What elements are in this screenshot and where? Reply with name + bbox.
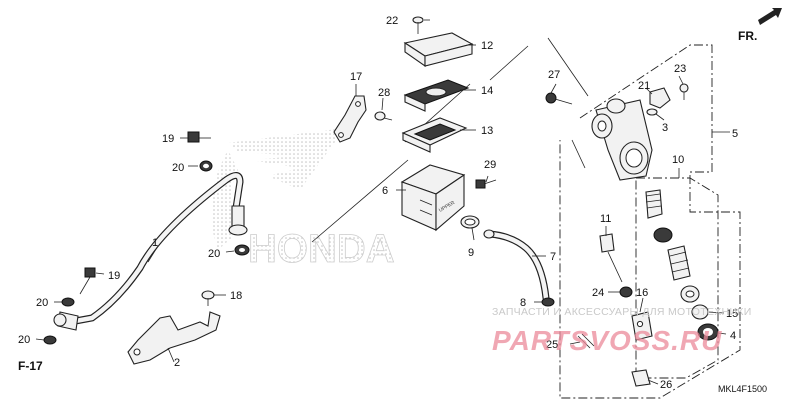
push-rod-joint [631,311,653,341]
callout-6: 6 [382,185,388,197]
banjo-bolt-19-upper [187,131,211,143]
callout-18: 18 [230,290,242,302]
callout-12: 12 [481,40,493,52]
callout-16: 16 [636,287,648,299]
banjo-bolt-19-lower [79,267,96,295]
callout-8: 8 [520,297,526,309]
callout-3: 3 [662,122,668,134]
reservoir-screw-22 [412,16,424,34]
callout-25: 25 [546,339,558,351]
callout-numbers: 22 12 14 13 6 17 28 29 9 7 8 19 20 20 1 … [18,15,738,391]
callout-21: 21 [638,80,650,92]
callout-19-upper: 19 [162,133,174,145]
callout-14: 14 [481,85,493,97]
front-direction-label: FR. [738,29,757,43]
push-rod [599,233,623,283]
sealing-washer-20-bottom [43,335,57,345]
callout-10: 10 [672,154,684,166]
nut-24 [619,286,633,298]
callout-1: 1 [152,237,158,249]
callout-11: 11 [600,213,611,225]
callout-13: 13 [481,125,493,137]
sealing-washer-20-upper [199,160,213,172]
reservoir-clamp-9 [460,215,480,229]
reservoir-cap [403,32,474,68]
shop-watermark-logo: PARTSVOSS.RU [492,325,722,356]
joint-21 [649,87,671,109]
reservoir-diaphragm [403,79,470,112]
callout-17: 17 [350,71,362,83]
callout-20-mid: 20 [208,248,220,260]
sealing-washer-20-low [61,297,75,307]
brake-hose [53,172,248,331]
callout-9: 9 [468,247,474,259]
shop-watermark-tagline: ЗАПЧАСТИ И АКСЕССУАРЫ ДЛЯ МОТОТЕХНИКИ [492,306,752,318]
callout-15: 15 [726,308,738,320]
callout-22: 22 [386,15,398,27]
callout-20-low: 20 [36,297,48,309]
assembly-outline-10 [635,168,719,379]
hose-clip-8 [541,297,555,307]
callout-24: 24 [592,287,604,299]
honda-wing-watermark: HONDA [210,128,395,271]
reservoir-hose [483,229,550,302]
oring-3 [646,108,658,116]
sealing-washer-20-mid [234,244,250,256]
callout-7: 7 [550,251,556,263]
shop-watermark: ЗАПЧАСТИ И АКСЕССУАРЫ ДЛЯ МОТОТЕХНИКИ PA… [492,306,752,356]
callout-20-bottom: 20 [18,334,30,346]
bolt-18 [201,290,215,306]
front-direction-arrow: FR. [738,8,782,43]
callout-23: 23 [674,63,686,75]
callout-27: 27 [548,69,560,81]
cotter-pin-25 [577,333,595,349]
diagram-code: MKL4F1500 [718,384,767,394]
leader-lines [35,19,727,385]
assembly-outline-5 [559,44,741,399]
callout-5: 5 [732,128,738,140]
guide-line [547,37,589,97]
guide-line [571,139,586,169]
callout-20-upper: 20 [172,162,184,174]
diaphragm-plate [401,117,468,153]
callout-26: 26 [660,379,672,391]
hose-bracket [127,311,221,365]
bolt-27 [545,92,573,105]
master-cylinder-body [591,98,653,181]
bolt-29 [475,179,497,189]
callout-4: 4 [730,330,736,342]
guide-line [489,45,529,81]
callout-2: 2 [174,357,180,369]
reservoir-bracket [333,95,367,143]
screw-23 [679,83,689,100]
guide-line [311,159,409,243]
reservoir-body: UPPER [400,164,466,232]
bolt-28 [374,111,393,121]
callout-29: 29 [484,159,496,171]
joint-pin-26 [631,369,651,387]
spring-piston-kit [645,189,719,341]
callout-19-lower: 19 [108,270,120,282]
reference-label: F-17 [18,359,43,373]
callout-28: 28 [378,87,390,99]
